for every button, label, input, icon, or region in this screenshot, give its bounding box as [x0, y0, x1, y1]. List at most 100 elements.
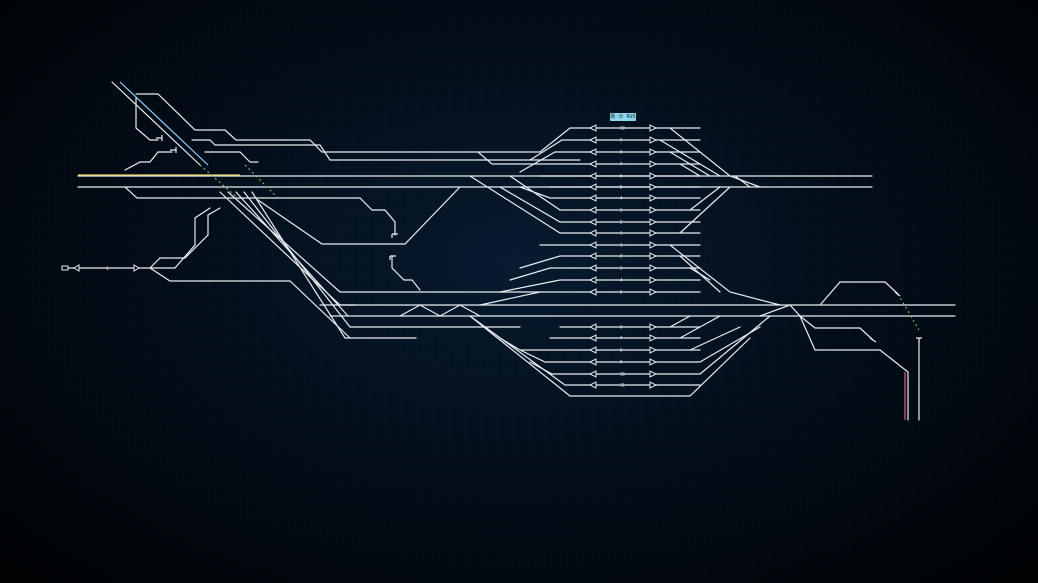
lower-throat-3[interactable]: [689, 326, 741, 351]
station-name-label[interactable]: 新·沙 RUS: [610, 113, 636, 121]
branch-lower-spur[interactable]: [124, 186, 396, 236]
throat-r-2[interactable]: [659, 139, 721, 177]
throat-r-4[interactable]: [679, 163, 701, 177]
platform-signal-left-icon[interactable]: [588, 346, 597, 354]
platform-signal-left-icon[interactable]: [588, 358, 597, 366]
platform-number: 5: [620, 185, 623, 190]
platform-signal-right-icon[interactable]: [649, 218, 658, 226]
crossover-mid[interactable]: [399, 304, 481, 317]
entry-track-3[interactable]: [149, 267, 351, 339]
branch-link[interactable]: [124, 151, 173, 171]
platform-signal-left-icon[interactable]: [588, 160, 597, 168]
station-track-5b[interactable]: [479, 291, 701, 306]
buffer-stop-icon: [156, 135, 922, 343]
platform-signal-left-icon[interactable]: [588, 183, 597, 191]
platform-number: 10: [620, 372, 625, 377]
station-track-7[interactable]: [477, 151, 701, 165]
approach-track-b[interactable]: [119, 81, 209, 166]
platform-signal-right-icon[interactable]: [649, 136, 658, 144]
platform-signal-right-icon[interactable]: [649, 206, 658, 214]
platform-signal-right-icon[interactable]: [649, 346, 658, 354]
station-track-8[interactable]: [519, 151, 701, 173]
diagonal-5[interactable]: [251, 191, 417, 339]
lower-track-10[interactable]: [529, 361, 701, 375]
platform-signal-right-icon[interactable]: [649, 252, 658, 260]
platform-signal-left-icon[interactable]: [588, 334, 597, 342]
platform-signal-left-icon[interactable]: [588, 229, 597, 237]
platform-signal-left-icon[interactable]: [588, 218, 597, 226]
platform-signal-right-icon[interactable]: [649, 229, 658, 237]
platform-signal-left-icon[interactable]: [588, 381, 597, 389]
exit-mid[interactable]: [799, 315, 874, 341]
platform-signal-right-icon[interactable]: [649, 358, 658, 366]
platform-signal-left-icon[interactable]: [588, 148, 597, 156]
exit-upper[interactable]: [819, 281, 899, 306]
throat-r-5[interactable]: [689, 186, 721, 211]
entry-track[interactable]: [61, 207, 211, 269]
station-track-4b[interactable]: [499, 279, 701, 293]
platform-signal-left-icon[interactable]: [588, 288, 597, 296]
platform-number: 3: [620, 208, 623, 213]
entry-track-2[interactable]: [149, 207, 221, 269]
diagonal-6[interactable]: [257, 186, 461, 245]
diagonal-1[interactable]: [219, 191, 356, 306]
station-track-2[interactable]: [499, 186, 701, 223]
platform-signal-left-icon[interactable]: [588, 252, 597, 260]
entry-signal-icon[interactable]: [61, 264, 140, 272]
station-track-1[interactable]: [469, 175, 701, 234]
lower-loop[interactable]: [469, 315, 751, 397]
station-track-9[interactable]: [529, 139, 701, 161]
branch-upper-2[interactable]: [191, 139, 581, 161]
platform-signal-right-icon[interactable]: [649, 172, 658, 180]
station-track-3b[interactable]: [509, 267, 701, 281]
throat-r-9[interactable]: [689, 267, 711, 281]
throat-r-7[interactable]: [669, 244, 781, 306]
lower-throat-1[interactable]: [669, 315, 691, 328]
crossover-r[interactable]: [734, 175, 751, 188]
platform-signal-right-icon[interactable]: [649, 276, 658, 284]
platform-signal-left-icon[interactable]: [588, 370, 597, 378]
throat-r-3[interactable]: [669, 151, 711, 177]
platform-signal-left-icon[interactable]: [588, 276, 597, 284]
platform-signal-left-icon[interactable]: [588, 124, 597, 132]
platform-signal-right-icon[interactable]: [649, 323, 658, 331]
platform-signal-right-icon[interactable]: [649, 194, 658, 202]
platform-signal-right-icon[interactable]: [649, 148, 658, 156]
diagonal-4[interactable]: [243, 191, 521, 328]
lower-throat-2[interactable]: [679, 315, 721, 339]
lower-track-8[interactable]: [499, 337, 701, 351]
platform-signal-right-icon[interactable]: [649, 334, 658, 342]
throat-r-1[interactable]: [669, 127, 761, 188]
platform-signal-right-icon[interactable]: [649, 160, 658, 168]
platform-signal-left-icon[interactable]: [588, 241, 597, 249]
branch-upper-1[interactable]: [135, 93, 541, 153]
platform-signal-left-icon[interactable]: [588, 172, 597, 180]
branch-upper-3[interactable]: [204, 151, 259, 163]
platform-signal-right-icon[interactable]: [649, 124, 658, 132]
platform-signal-right-icon[interactable]: [649, 288, 658, 296]
lower-track-9[interactable]: [519, 349, 701, 363]
station-track-2b[interactable]: [519, 255, 701, 269]
lower-throat-5[interactable]: [699, 315, 771, 375]
platform-signal-right-icon[interactable]: [649, 183, 658, 191]
route-dotted-1: [199, 164, 241, 201]
platform-signal-left-icon[interactable]: [588, 194, 597, 202]
platform-signal-left-icon[interactable]: [588, 323, 597, 331]
station-track-4[interactable]: [519, 186, 701, 199]
platform-signal-left-icon[interactable]: [588, 264, 597, 272]
mid-spur[interactable]: [391, 255, 421, 291]
platform-signal-right-icon[interactable]: [649, 264, 658, 272]
platform-signal-right-icon[interactable]: [649, 381, 658, 389]
exit-lower[interactable]: [759, 304, 909, 421]
siding-upper[interactable]: [135, 97, 159, 141]
station-track-3[interactable]: [509, 175, 701, 211]
approach-track-a[interactable]: [111, 81, 201, 166]
throat-r-6[interactable]: [679, 186, 731, 234]
platform-signal-left-icon[interactable]: [588, 136, 597, 144]
platform-signal-right-icon[interactable]: [649, 241, 658, 249]
platform-signal-right-icon[interactable]: [649, 370, 658, 378]
diagonal-2[interactable]: [227, 191, 541, 293]
platform-signal-left-icon[interactable]: [588, 206, 597, 214]
platform-number: 3: [620, 266, 623, 271]
